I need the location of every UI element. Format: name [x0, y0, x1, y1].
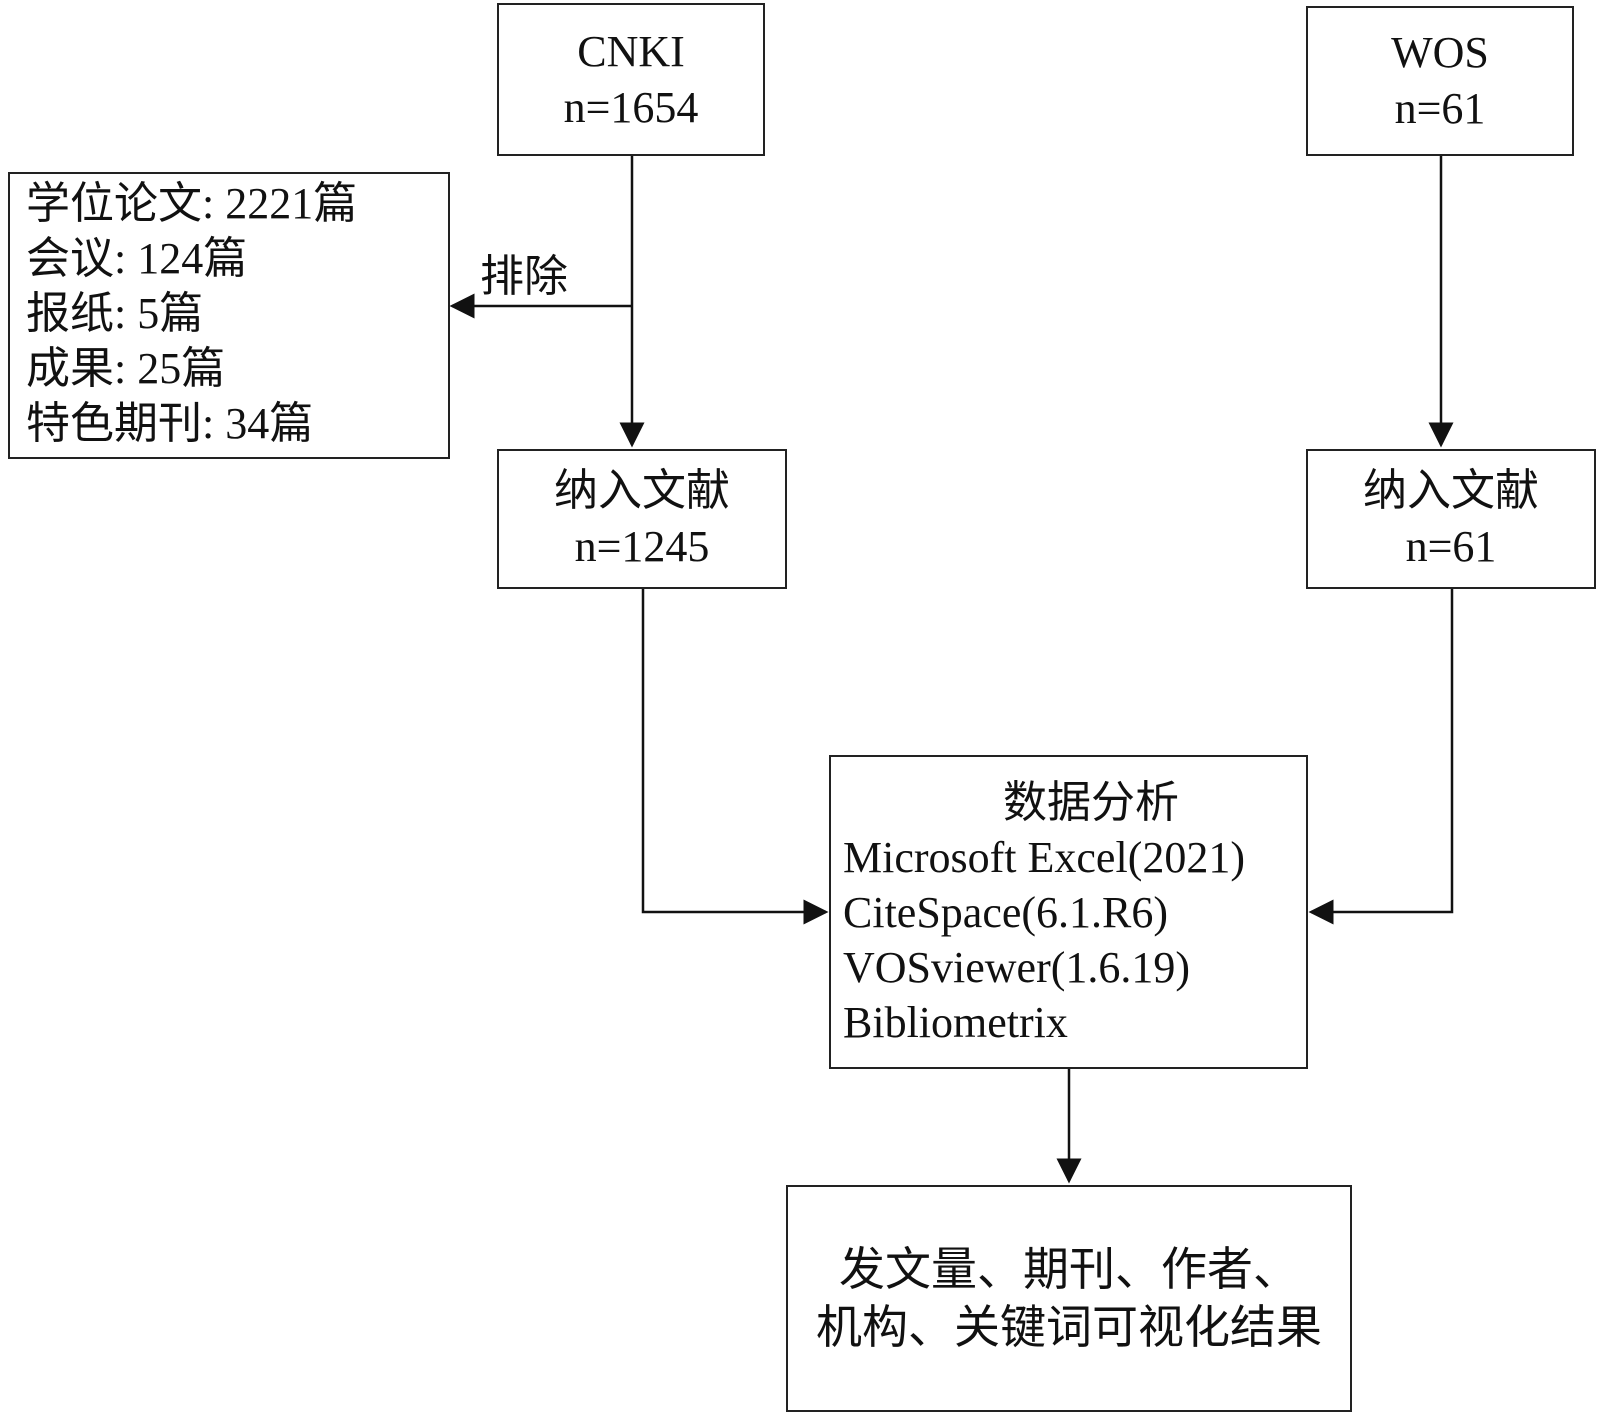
exclusion-item: 学位论文: 2221篇: [26, 179, 358, 228]
exclusion-box: 学位论文: 2221篇 会议: 124篇 报纸: 5篇 成果: 25篇 特色期刊…: [8, 172, 450, 459]
included-label: 纳入文献: [554, 466, 730, 515]
included-count: n=61: [1405, 522, 1497, 571]
wos-count: n=61: [1394, 84, 1486, 133]
exclusion-item: 会议: 124篇: [26, 234, 248, 283]
exclude-label: 排除: [480, 252, 568, 301]
cnki-included-box: 纳入文献 n=1245: [497, 449, 787, 589]
arrow-wos-included-to-analysis: [1308, 589, 1454, 925]
result-line-2: 机构、关键词可视化结果: [816, 1301, 1322, 1353]
analysis-box: 数据分析 Microsoft Excel(2021) CiteSpace(6.1…: [829, 755, 1308, 1069]
wos-label: WOS: [1391, 28, 1489, 77]
analysis-tool: CiteSpace(6.1.R6): [843, 888, 1169, 937]
cnki-label: CNKI: [577, 26, 685, 76]
analysis-tool: VOSviewer(1.6.19): [843, 943, 1191, 992]
included-label: 纳入文献: [1363, 466, 1539, 515]
result-box: 发文量、期刊、作者、 机构、关键词可视化结果: [786, 1185, 1352, 1412]
exclusion-item: 报纸: 5篇: [26, 289, 204, 338]
exclusion-item: 特色期刊: 34篇: [26, 399, 314, 448]
exclusion-item: 成果: 25篇: [26, 344, 226, 393]
analysis-tool: Bibliometrix: [843, 998, 1068, 1047]
result-line-1: 发文量、期刊、作者、: [839, 1243, 1299, 1295]
wos-included-box: 纳入文献 n=61: [1306, 449, 1596, 589]
cnki-count: n=1654: [563, 82, 699, 132]
analysis-tool: Microsoft Excel(2021): [843, 833, 1245, 882]
analysis-title: 数据分析: [1003, 778, 1179, 827]
included-count: n=1245: [574, 522, 710, 571]
arrow-cnki-included-to-analysis: [641, 589, 829, 925]
wos-source-box: WOS n=61: [1306, 6, 1574, 156]
cnki-source-box: CNKI n=1654: [497, 3, 765, 156]
